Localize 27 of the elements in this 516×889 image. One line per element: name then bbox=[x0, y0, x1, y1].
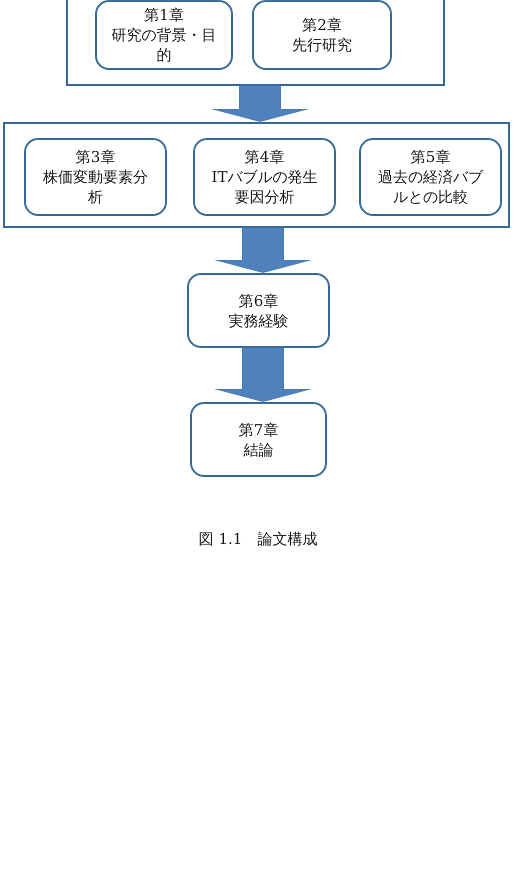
figure-caption: 図 1.1 論文構成 bbox=[198, 530, 318, 549]
chapter-number: 第4章 bbox=[244, 147, 284, 167]
chapter-title: 株価変動要素分析 bbox=[42, 167, 149, 207]
chapter-title: 結論 bbox=[244, 440, 274, 460]
chapter-number: 第6章 bbox=[238, 290, 278, 310]
group-frame bbox=[66, 0, 445, 86]
chapter-box bbox=[187, 273, 330, 348]
chapter-number: 第3章 bbox=[76, 147, 116, 167]
chapter-box bbox=[252, 0, 392, 70]
chapter-title: 先行研究 bbox=[292, 35, 352, 55]
chapter-box bbox=[190, 402, 327, 477]
chapter-number: 第5章 bbox=[410, 147, 450, 167]
chapter-box bbox=[24, 138, 167, 216]
chapter-title: 研究の背景・目的 bbox=[110, 25, 218, 65]
chapter-box bbox=[359, 138, 502, 216]
chapter-title: ITバブルの発生要因分析 bbox=[210, 167, 318, 207]
block-arrow bbox=[211, 86, 309, 122]
chapter-number: 第7章 bbox=[238, 420, 278, 440]
chapter-title: 実務経験 bbox=[228, 310, 288, 330]
chapter-number: 第1章 bbox=[144, 5, 184, 25]
chapter-box bbox=[95, 0, 233, 70]
chapter-box bbox=[193, 138, 336, 216]
chapter-number: 第2章 bbox=[302, 15, 342, 35]
chapter-title: 過去の経済バブルとの比較 bbox=[377, 167, 484, 207]
block-arrow bbox=[214, 228, 312, 273]
group-frame bbox=[3, 122, 510, 228]
block-arrow bbox=[214, 348, 312, 402]
